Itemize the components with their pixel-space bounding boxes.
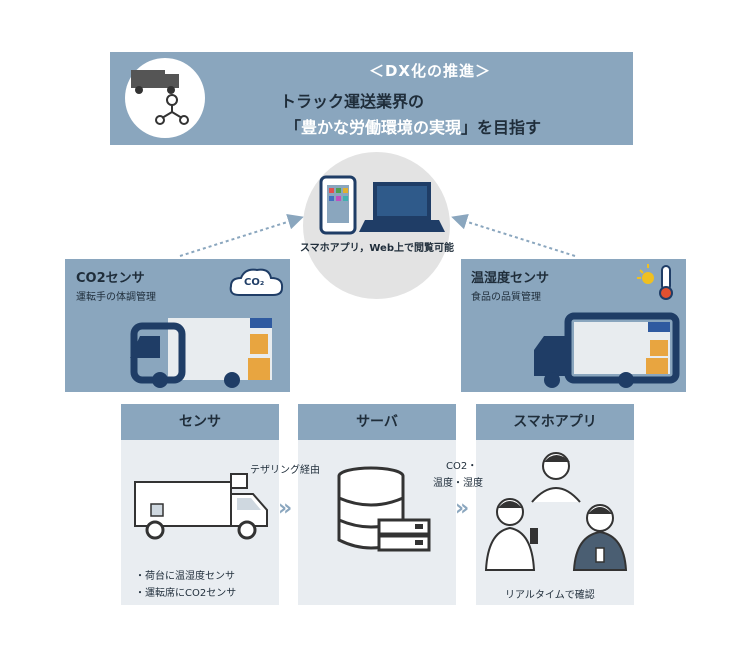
thermometer-sun-icon	[637, 264, 673, 300]
co2-cloud-icon	[229, 268, 284, 296]
phone-laptop-icon	[319, 175, 445, 235]
banner-icon-circle	[125, 58, 205, 138]
temp-sensor-subtitle: 食品の品質管理	[471, 292, 541, 303]
banner-line-2-end: 」を目指す	[461, 118, 542, 137]
tethering-label: テザリング経由	[250, 465, 320, 476]
data-label-line-2: 温度・湿度	[433, 478, 483, 489]
temp-sensor-title: 温湿度センサ	[471, 271, 550, 286]
server-database-icon	[337, 466, 431, 552]
banner-line-1: トラック運送業界の	[280, 92, 425, 111]
banner-heading: ＜DX化の推進＞	[368, 62, 492, 80]
banner-highlight: 豊かな労働環境の実現	[301, 118, 462, 137]
people-checking-app-icon	[484, 452, 628, 571]
column-header-app: スマホアプリ	[476, 404, 634, 440]
sensor-note-1: ・荷台に温湿度センサ	[135, 571, 235, 582]
chevron-right-icon: »	[278, 496, 293, 521]
co2-sensor-subtitle: 運転手の体調管理	[76, 292, 156, 303]
column-header-server: サーバ	[298, 404, 456, 440]
banner-bracket-open: 「	[285, 118, 302, 137]
viewing-label: スマホアプリ，Web上で閲覧可能	[299, 243, 454, 254]
co2-badge-text: CO₂	[244, 277, 265, 288]
sensor-note-2: ・運転席にCO2センサ	[135, 588, 237, 599]
temp-truck-icon	[534, 312, 680, 388]
device-view-circle	[303, 152, 450, 299]
realtime-caption: リアルタイムで確認	[505, 590, 595, 601]
data-label-line-1: CO2・	[446, 461, 478, 472]
co2-truck-icon	[130, 318, 272, 388]
chevron-right-icon: »	[455, 496, 470, 521]
sensor-truck-icon	[134, 473, 268, 540]
column-header-sensor: センサ	[121, 404, 279, 440]
co2-sensor-title: CO2センサ	[76, 271, 145, 286]
truck-network-icon	[131, 70, 189, 125]
banner-line-2: 「豊かな労働環境の実現」を目指す	[285, 114, 541, 138]
